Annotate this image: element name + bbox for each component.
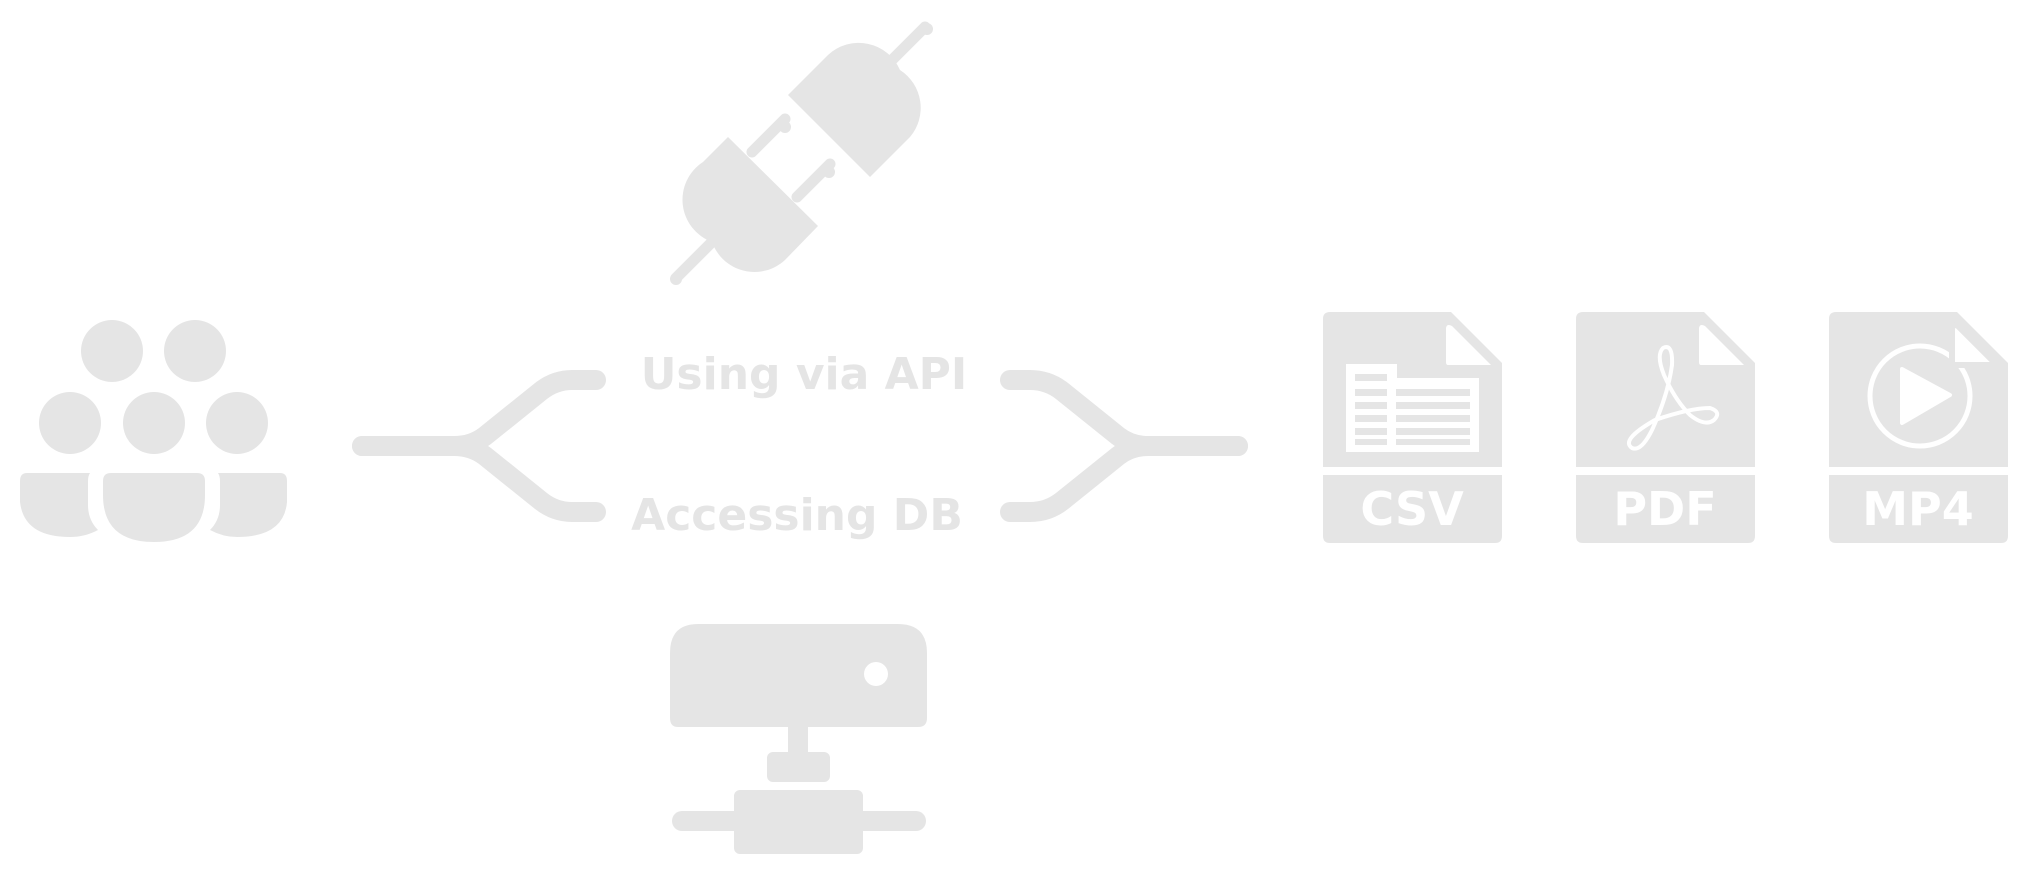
acrobat-icon [1626, 345, 1720, 451]
play-icon [1900, 367, 1952, 425]
api-label: Using via API [641, 349, 968, 400]
connector-right [1000, 370, 1248, 522]
users-group-icon [20, 320, 287, 542]
plug-connection-icon [670, 21, 933, 285]
pdf-file-icon: PDF [1576, 312, 1755, 543]
db-label: Accessing DB [631, 490, 963, 541]
database-server-icon [670, 624, 927, 854]
csv-label: CSV [1360, 482, 1464, 536]
connector-left [352, 370, 606, 522]
table-icon [1346, 364, 1479, 452]
pdf-label: PDF [1613, 482, 1716, 536]
mp4-file-icon: MP4 [1829, 312, 2008, 543]
csv-file-icon: CSV [1323, 312, 1502, 543]
mp4-label: MP4 [1862, 482, 1974, 536]
